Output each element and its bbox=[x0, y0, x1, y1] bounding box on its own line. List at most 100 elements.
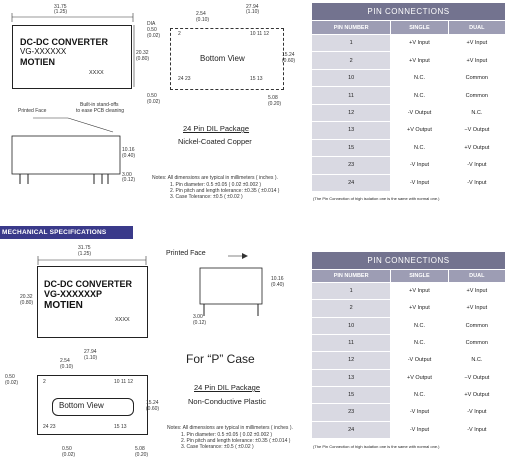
table-cell: +V Input bbox=[390, 33, 449, 53]
table-row: 2 bbox=[310, 299, 392, 318]
bottom-pin-tl: 2 bbox=[43, 379, 46, 385]
table-cell: Common bbox=[447, 86, 507, 105]
top-dim-pin-len: 3.00 bbox=[122, 172, 132, 178]
top-module-line1: DC-DC CONVERTER bbox=[20, 37, 109, 47]
top-note-2: 2. Pin pitch and length tolerance: ±0.35… bbox=[170, 188, 280, 194]
table-row: 15 bbox=[310, 138, 392, 158]
table-row: 24 bbox=[310, 173, 392, 192]
table-cell: +V Output bbox=[447, 385, 507, 405]
top-standoffs-2: to ease PCB cleaning bbox=[76, 108, 125, 114]
top-dim-height-in: (0.80) bbox=[136, 56, 150, 62]
top-package: 24 Pin DIL Package bbox=[183, 124, 250, 133]
bottom-side-view bbox=[199, 253, 263, 316]
bottom-dim-width-in: (1.25) bbox=[78, 251, 92, 257]
top-dim-height: 20.32 bbox=[136, 50, 149, 56]
top-dim-width: 31.75 bbox=[54, 4, 67, 10]
table-row: 23 bbox=[310, 403, 392, 422]
bottom-for-p-case: For “P” Case bbox=[186, 352, 255, 366]
table-row: 10 bbox=[310, 68, 392, 88]
table-row: 15 bbox=[310, 385, 392, 405]
top-width-arrow bbox=[11, 13, 134, 22]
table-cell: +V Input bbox=[390, 299, 449, 318]
table-cell: +V Input bbox=[447, 51, 507, 70]
bottom-pitch-in: (0.10) bbox=[60, 364, 74, 370]
bottom-span-in: (1.10) bbox=[84, 355, 98, 361]
table-cell: -V Input bbox=[390, 173, 449, 192]
table-row: 23 bbox=[310, 156, 392, 175]
top-pitch: 2.54 bbox=[196, 11, 206, 17]
table-row: 12 bbox=[310, 351, 392, 370]
table-row: 24 bbox=[310, 420, 392, 440]
table-cell: -V Input bbox=[447, 403, 507, 422]
bottom-printed-face: Printed Face bbox=[166, 250, 206, 257]
bottom-edge-in: (0.02) bbox=[5, 380, 19, 386]
table-cell: Common bbox=[447, 316, 507, 335]
top-module-code: XXXX bbox=[89, 70, 104, 76]
bottom-module-code: XXXX bbox=[115, 317, 130, 323]
bottom-note-2: 2. Pin pitch and length tolerance: ±0.35… bbox=[181, 438, 291, 444]
top-span-in: (1.10) bbox=[246, 9, 260, 15]
top-module-brand: MOTIEN bbox=[20, 57, 55, 67]
table-row: 1 bbox=[310, 33, 392, 53]
bottom-dim-height-in: (0.80) bbox=[20, 300, 34, 306]
table-cell: +V Input bbox=[447, 299, 507, 318]
bottom-dim-side-h-in: (0.40) bbox=[271, 282, 285, 288]
top-dia-value: 0.50 bbox=[147, 27, 157, 33]
table-cell: N.C. bbox=[447, 103, 507, 123]
table-cell: -V Output bbox=[390, 351, 449, 370]
table-cell: Common bbox=[447, 333, 507, 353]
table-cell: -V Input bbox=[390, 403, 449, 422]
top-row-span-in: (0.60) bbox=[282, 58, 296, 64]
top-offset: 5.08 bbox=[268, 95, 278, 101]
bottom-note-3: 3. Case Tolerance: ±0.5 ( ±0.02 ) bbox=[181, 444, 254, 450]
bottom-col-dual: DUAL bbox=[447, 269, 507, 283]
bottom-notes-title: Notes: All dimensions are typical in mil… bbox=[167, 425, 293, 431]
bottom-package: 24 Pin DIL Package bbox=[194, 383, 261, 392]
bottom-span: 27.94 bbox=[84, 349, 97, 355]
bottom-dim-pin-len: 3.00 bbox=[193, 314, 203, 320]
table-cell: +V Input bbox=[447, 33, 507, 53]
top-dim-width-in: (1.25) bbox=[54, 9, 68, 15]
table-row: 1 bbox=[310, 281, 392, 301]
top-bottom-view-label: Bottom View bbox=[200, 54, 245, 63]
bottom-row-span: 15.24 bbox=[146, 400, 159, 406]
bottom-dim-side-h: 10.16 bbox=[271, 276, 284, 282]
table-cell: N.C. bbox=[390, 86, 449, 105]
top-notes-title: Notes: All dimensions are typical in mil… bbox=[152, 175, 278, 181]
top-pin-br: 15 13 bbox=[250, 76, 263, 82]
top-edge-in: (0.02) bbox=[147, 99, 161, 105]
top-note-3: 3. Case Tolerance: ±0.5 ( ±0.02 ) bbox=[170, 194, 243, 200]
bottom-offset: 5.08 bbox=[135, 446, 145, 452]
top-height-arrow bbox=[133, 25, 135, 87]
bottom-note-1: 1. Pin diameter: 0.5 ±0.05 ( 0.02 ±0.002… bbox=[181, 432, 273, 438]
bottom-edge-2: 0.50 bbox=[62, 446, 72, 452]
bottom-pin-table-title: PIN CONNECTIONS bbox=[311, 251, 506, 270]
bottom-module-front: DC-DC CONVERTER VG-XXXXXXP MOTIEN XXXX bbox=[37, 266, 148, 338]
bottom-edge: 0.50 bbox=[5, 374, 15, 380]
table-cell: N.C. bbox=[390, 138, 449, 158]
table-cell: N.C. bbox=[390, 333, 449, 353]
table-row: 13 bbox=[310, 121, 392, 140]
top-dia-label: DIA bbox=[147, 21, 156, 27]
top-dim-side-h-in: (0.40) bbox=[122, 153, 136, 159]
bottom-pin-br: 15 13 bbox=[114, 424, 127, 430]
table-cell: -V Input bbox=[447, 156, 507, 175]
table-cell: -V Input bbox=[447, 420, 507, 440]
top-row-span: 15.24 bbox=[282, 52, 295, 58]
top-bottom-view-outline bbox=[170, 28, 284, 90]
top-col-single: SINGLE bbox=[390, 20, 449, 35]
top-col-pin: PIN NUMBER bbox=[310, 20, 392, 35]
top-pin-table: PIN CONNECTIONS PIN NUMBER SINGLE DUAL 1… bbox=[310, 2, 507, 192]
bottom-module-line2: VG-XXXXXXP bbox=[44, 289, 103, 299]
top-span: 27.94 bbox=[246, 4, 259, 10]
top-printed-face: Printed Face bbox=[18, 108, 47, 114]
top-edge: 0.50 bbox=[147, 93, 157, 99]
top-material: Nickel-Coated Copper bbox=[178, 137, 252, 146]
table-cell: +V Input bbox=[390, 281, 449, 301]
table-row: 11 bbox=[310, 333, 392, 353]
table-cell: N.C. bbox=[390, 385, 449, 405]
top-standoffs-1: Built-in stand-offs bbox=[80, 102, 119, 108]
bottom-material: Non-Conductive Plastic bbox=[188, 397, 266, 406]
bottom-module-brand: MOTIEN bbox=[44, 300, 83, 311]
table-row: 11 bbox=[310, 86, 392, 105]
